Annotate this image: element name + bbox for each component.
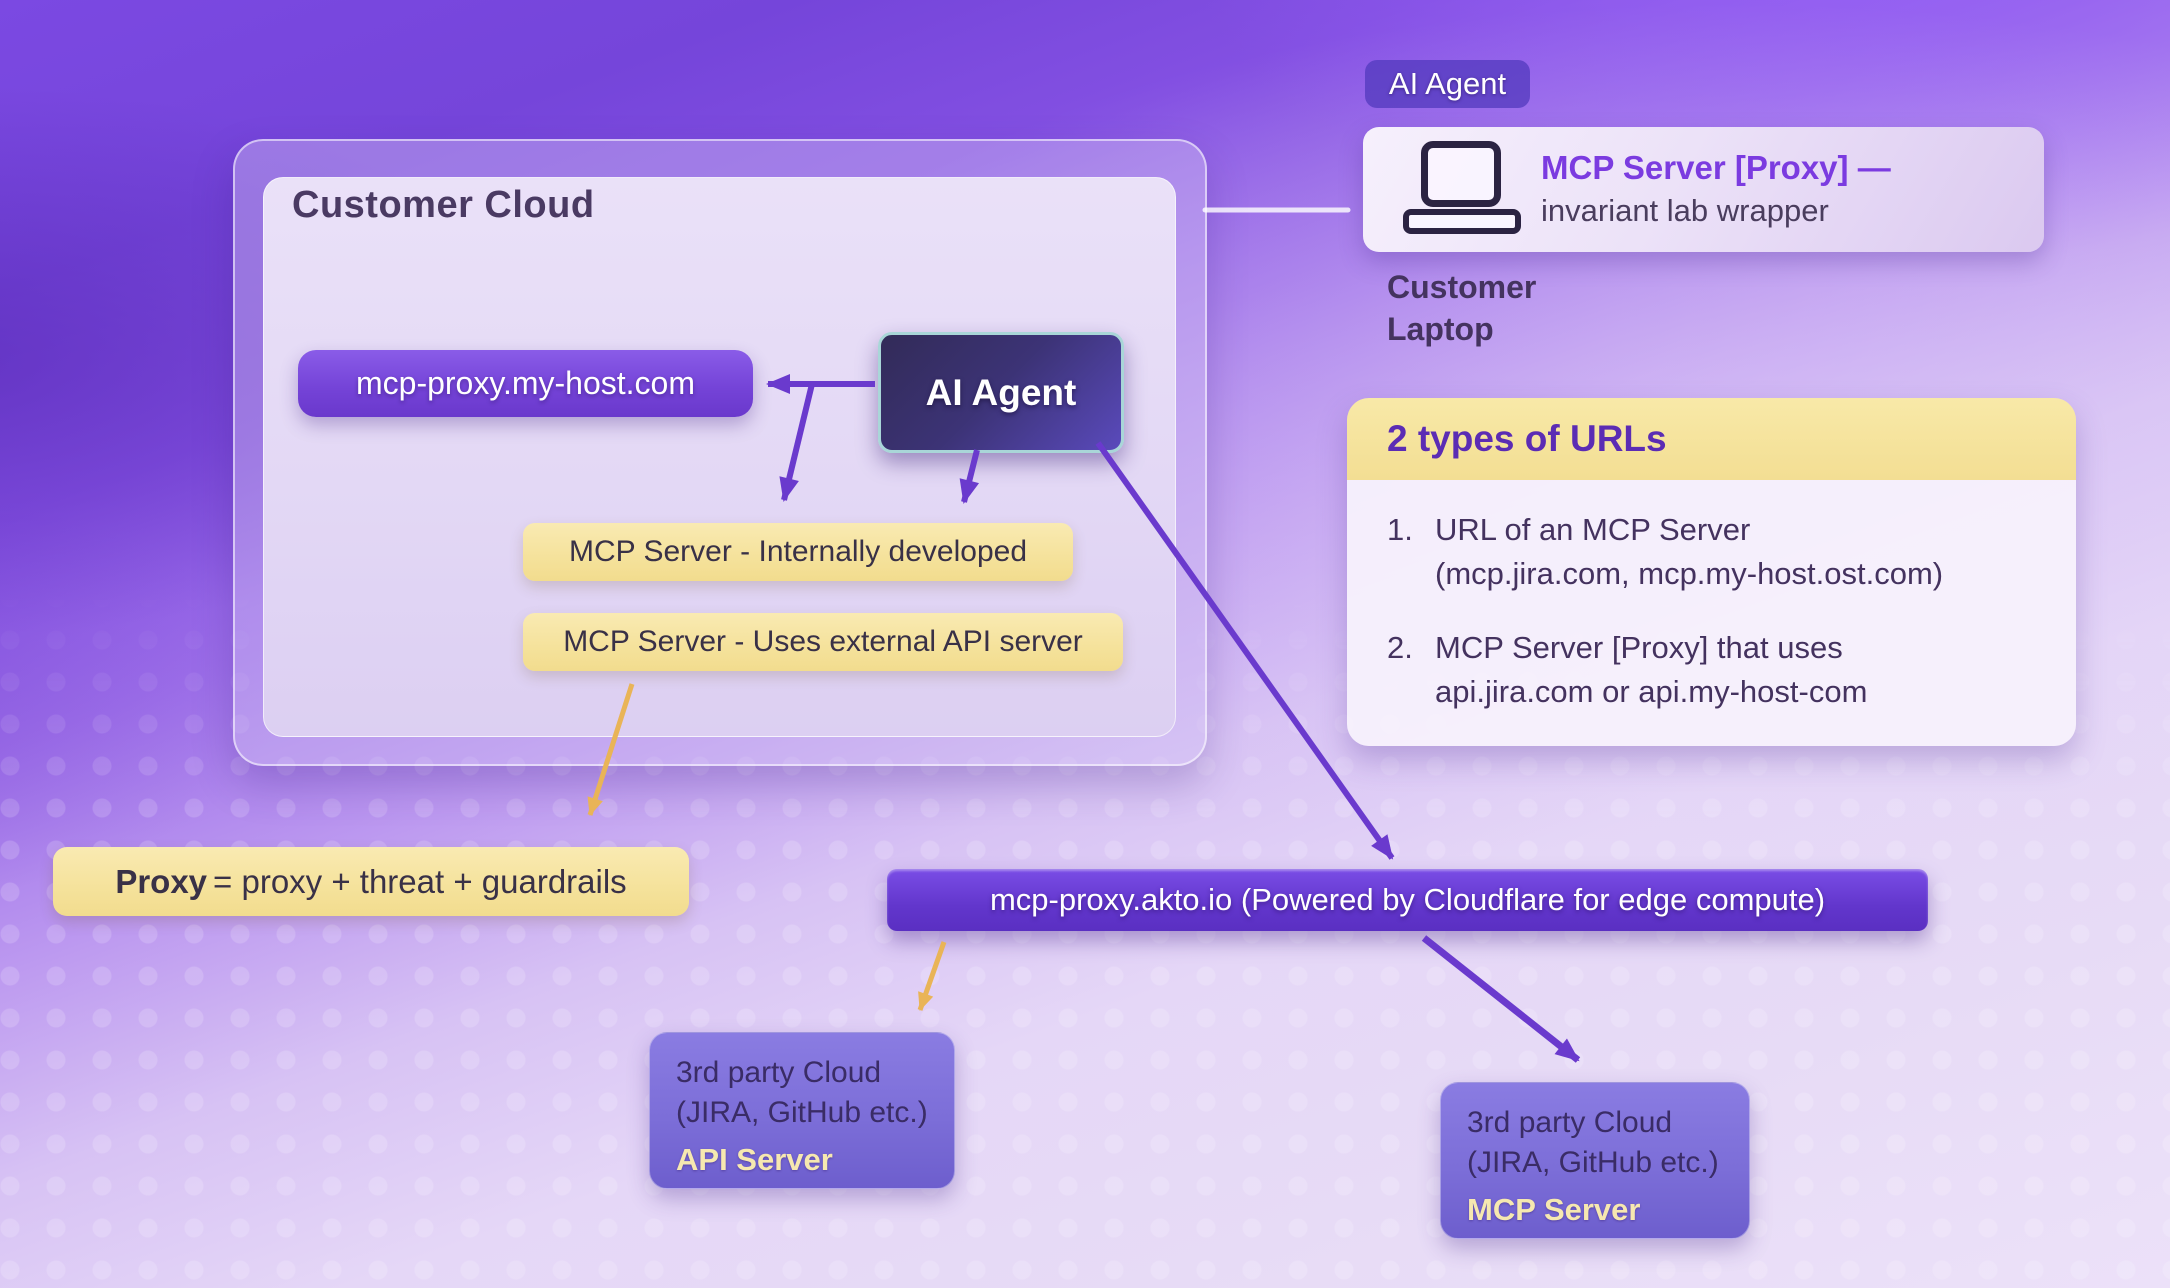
mcp-proxy-host-pill: mcp-proxy.my-host.com bbox=[298, 350, 753, 417]
url-types-card: 2 types of URLs 1. URL of an MCP Server … bbox=[1347, 398, 2076, 746]
url-types-title: 2 types of URLs bbox=[1347, 398, 2076, 480]
third-party-api-line2: (JIRA, GitHub etc.) bbox=[676, 1096, 928, 1129]
api-server-label: API Server bbox=[676, 1142, 833, 1177]
url-types-list: 1. URL of an MCP Server (mcp.jira.com, m… bbox=[1347, 480, 2076, 746]
laptop-icon-base bbox=[1403, 209, 1521, 234]
proxy-definition-note: Proxy = proxy + threat + guardrails bbox=[53, 847, 689, 916]
proxy-definition-rest: = proxy + threat + guardrails bbox=[213, 862, 627, 900]
url-type-2-line2: api.jira.com or api.my-host-com bbox=[1435, 674, 1868, 709]
mcp-server-internal-note: MCP Server - Internally developed bbox=[523, 523, 1073, 581]
customer-laptop-caption-line2: Laptop bbox=[1387, 311, 1494, 347]
third-party-api-line1: 3rd party Cloud bbox=[676, 1056, 882, 1089]
proxy-definition-bold: Proxy bbox=[115, 862, 208, 900]
third-party-mcp-line1: 3rd party Cloud bbox=[1467, 1106, 1673, 1139]
url-type-item-1: 1. URL of an MCP Server (mcp.jira.com, m… bbox=[1387, 508, 2046, 596]
third-party-api-server-box: 3rd party Cloud (JIRA, GitHub etc.) API … bbox=[649, 1032, 955, 1189]
arrow-banner-to-mcp-server bbox=[1421, 935, 1581, 1063]
url-type-2-text: MCP Server [Proxy] that uses api.jira.co… bbox=[1435, 626, 1867, 714]
third-party-mcp-line2: (JIRA, GitHub etc.) bbox=[1467, 1146, 1719, 1179]
ai-agent-badge: AI Agent bbox=[1365, 60, 1530, 108]
url-type-1-number: 1. bbox=[1387, 512, 1413, 547]
url-type-2-line1: MCP Server [Proxy] that uses bbox=[1435, 630, 1843, 665]
url-type-2-number: 2. bbox=[1387, 630, 1413, 665]
url-type-1-line2: (mcp.jira.com, mcp.my-host.ost.com) bbox=[1435, 556, 1944, 591]
url-type-1-line1: URL of an MCP Server bbox=[1435, 512, 1751, 547]
ai-agent-box: AI Agent bbox=[878, 332, 1124, 453]
mcp-server-label: MCP Server bbox=[1467, 1192, 1641, 1227]
laptop-card-text: MCP Server [Proxy] — invariant lab wrapp… bbox=[1541, 146, 1891, 232]
customer-laptop-caption-line1: Customer bbox=[1387, 269, 1537, 305]
customer-cloud-title: Customer Cloud bbox=[292, 184, 595, 226]
laptop-icon-screen bbox=[1421, 141, 1501, 207]
laptop-icon bbox=[1403, 139, 1533, 239]
url-type-item-2: 2. MCP Server [Proxy] that uses api.jira… bbox=[1387, 626, 2046, 714]
akto-proxy-banner: mcp-proxy.akto.io (Powered by Cloudflare… bbox=[887, 869, 1928, 931]
mcp-server-external-note: MCP Server - Uses external API server bbox=[523, 613, 1123, 671]
laptop-card-subtitle: invariant lab wrapper bbox=[1541, 193, 1829, 228]
customer-laptop-caption: Customer Laptop bbox=[1387, 266, 1536, 350]
laptop-card-title: MCP Server [Proxy] — bbox=[1541, 149, 1891, 186]
url-type-1-text: URL of an MCP Server (mcp.jira.com, mcp.… bbox=[1435, 508, 1943, 596]
arrow-banner-to-api-server bbox=[917, 941, 947, 1011]
third-party-mcp-server-box: 3rd party Cloud (JIRA, GitHub etc.) MCP … bbox=[1440, 1082, 1750, 1239]
customer-laptop-card: MCP Server [Proxy] — invariant lab wrapp… bbox=[1363, 127, 2044, 252]
